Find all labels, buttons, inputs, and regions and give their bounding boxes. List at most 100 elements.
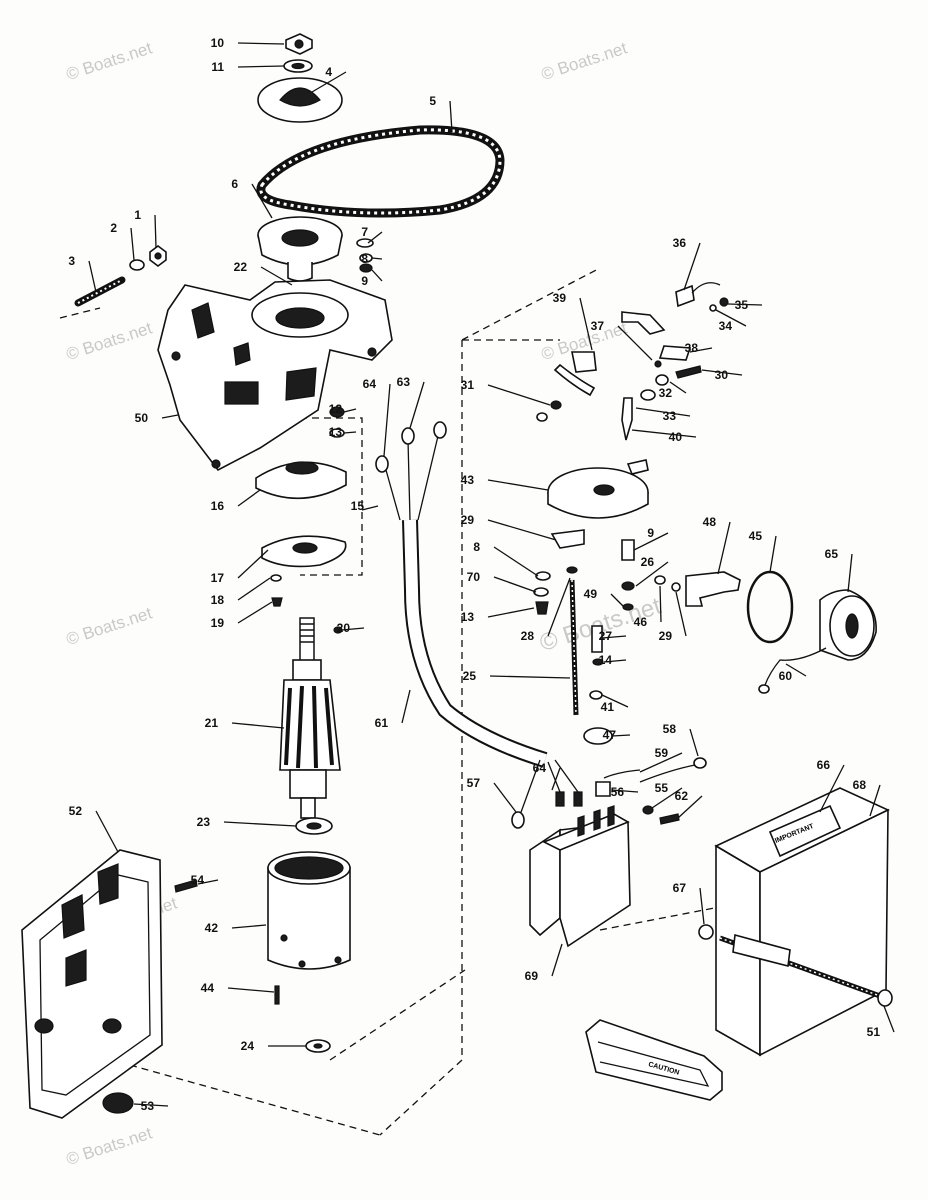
leader-line (361, 505, 379, 511)
callout-29: 29 (659, 629, 673, 643)
leader-line (847, 553, 853, 593)
callout-49: 49 (584, 587, 598, 601)
brush-38 (658, 345, 692, 361)
leader-line (677, 795, 703, 819)
callout-11: 11 (211, 60, 224, 74)
callout-6: 6 (231, 177, 238, 191)
wire-60-terminal (693, 757, 707, 769)
callout-64: 64 (533, 761, 547, 775)
leader-line (601, 635, 627, 639)
callout-3: 3 (68, 254, 75, 268)
leader-line (611, 789, 639, 793)
callout-40: 40 (669, 430, 683, 444)
washer-68 (698, 924, 714, 940)
callout-69: 69 (525, 969, 539, 983)
leader-line (493, 546, 539, 577)
bolt-67-thread (719, 937, 881, 997)
leader-line (371, 257, 383, 260)
end-cap-16-bore (285, 461, 319, 475)
callout-48: 48 (703, 515, 717, 529)
callout-60: 60 (779, 669, 793, 683)
bolt-67-head (877, 989, 893, 1007)
wire-62-terminals (555, 791, 583, 807)
callout-27: 27 (599, 629, 613, 643)
washer-7 (356, 238, 374, 248)
callout-67: 67 (673, 881, 687, 895)
cover-52 (21, 849, 163, 1119)
plate-51-frame (597, 1041, 710, 1087)
wire-63-b (417, 435, 439, 521)
leader-line (669, 381, 687, 394)
nut-27 (592, 658, 604, 666)
callout-53: 53 (141, 1099, 155, 1113)
end-cap-16 (255, 461, 347, 500)
leader-line (223, 821, 297, 827)
armature-shaft-21-end (300, 797, 316, 819)
bracket-50-bore (275, 307, 325, 329)
callout-13: 13 (461, 610, 475, 624)
regulator-57-terminals (577, 805, 615, 837)
leader-line (197, 879, 219, 885)
motor-frame-42-opening (274, 856, 344, 880)
leader-line (493, 782, 517, 813)
callout-43: 43 (461, 473, 475, 487)
nut-1-hole (154, 252, 162, 260)
motor-frame-42 (267, 867, 351, 970)
leader-line (689, 347, 713, 353)
leader-line (603, 659, 627, 663)
nut-10-hole (294, 39, 304, 49)
screw-30 (675, 365, 702, 379)
callout-17: 17 (211, 571, 225, 585)
leader-line (785, 663, 807, 677)
callout-18: 18 (211, 593, 225, 607)
leader-line (717, 521, 731, 575)
motor-frame-42-hole-1 (280, 934, 288, 942)
callout-24: 24 (241, 1039, 255, 1053)
end-head-45-center (845, 613, 859, 639)
wire-60 (639, 764, 696, 783)
leader-line (311, 71, 347, 93)
o-ring-48 (746, 570, 794, 644)
washer-28 (621, 581, 635, 591)
callout-7: 7 (361, 225, 368, 239)
callout-55: 55 (655, 781, 669, 795)
callout-68: 68 (853, 778, 867, 792)
leader-line (251, 183, 273, 219)
callout-19: 19 (211, 616, 225, 630)
leader-line (237, 577, 271, 601)
leader-line (883, 1005, 895, 1033)
leader-line (579, 297, 593, 351)
leader-line (601, 694, 629, 708)
cover-52-tab-1 (61, 894, 85, 939)
cover-52-boss-2 (102, 1018, 122, 1034)
leader-line (769, 535, 777, 573)
washer-2 (129, 259, 145, 271)
callout-51: 51 (867, 1025, 881, 1039)
callout-25: 25 (463, 669, 477, 683)
lead-47-terminal (758, 684, 770, 694)
bearing-23-bore (306, 822, 322, 830)
pulley-cap-4-recess (279, 87, 321, 107)
armature-commutator-21 (292, 659, 322, 681)
leader-line (635, 407, 691, 417)
callout-20: 20 (337, 621, 351, 635)
grommet-53 (102, 1092, 134, 1114)
callout-58: 58 (663, 722, 677, 736)
washer-8-right (533, 587, 549, 597)
callout-70: 70 (467, 570, 481, 584)
callout-12: 12 (329, 402, 343, 416)
leader-line (551, 943, 563, 977)
leader-line (88, 260, 97, 293)
callout-22: 22 (234, 260, 248, 274)
plate-51 (585, 1019, 723, 1101)
callout-28: 28 (521, 629, 535, 643)
armature-core-21 (279, 679, 341, 771)
washer-11-hole (291, 62, 305, 70)
cover-52-tab-3 (65, 949, 87, 987)
leader-line (487, 519, 557, 541)
leader-line (95, 810, 119, 853)
terminal-59 (595, 781, 611, 797)
washer-24-hole (313, 1043, 323, 1049)
label-69 (768, 804, 842, 858)
leader-line (727, 303, 763, 306)
